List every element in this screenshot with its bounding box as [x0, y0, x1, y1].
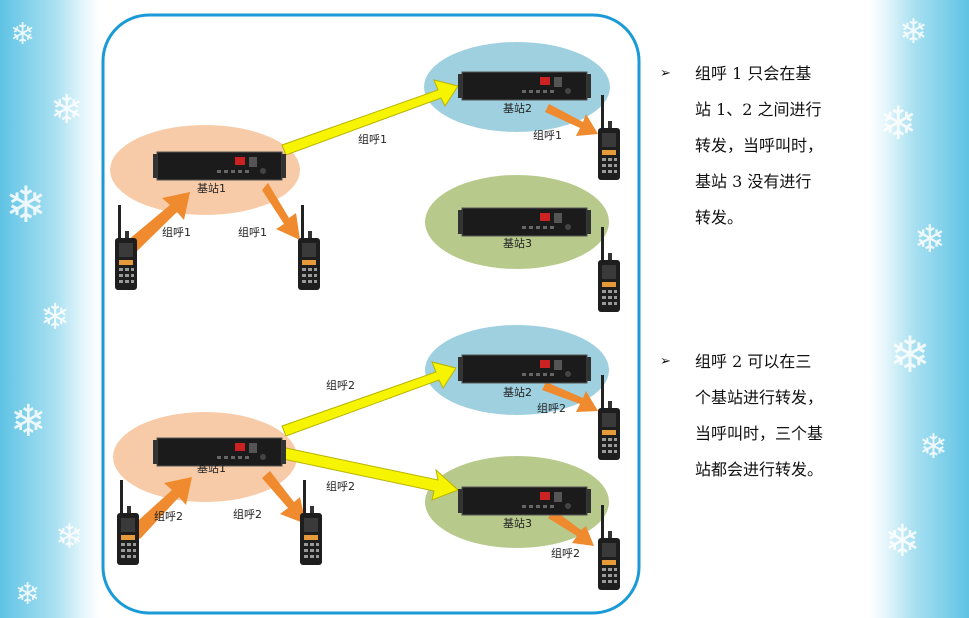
repeater-station-1 — [152, 151, 287, 181]
snowflake-icon: ❄ — [10, 396, 47, 447]
note-group-call-1: ➢ 组呼 1 只会在基 站 1、2 之间进行 转发，当呼叫时， 基站 3 没有进… — [660, 56, 860, 236]
station-label: 基站3 — [503, 516, 532, 530]
yellow-link-arrow — [281, 361, 457, 437]
repeater-station-2 — [457, 71, 592, 101]
repeater-station-3 — [457, 207, 592, 237]
note-line: 当呼叫时，三个基 — [695, 424, 824, 443]
note-line: 转发，当呼叫时， — [695, 136, 824, 155]
snowflake-icon: ❄ — [15, 577, 41, 612]
call-label: 组呼1 — [162, 225, 191, 239]
call-label: 组呼2 — [233, 507, 262, 521]
uplink-arrow — [130, 477, 192, 539]
station-label: 基站3 — [503, 236, 532, 250]
downlink-arrow — [548, 510, 594, 546]
call-label: 组呼1 — [533, 128, 562, 142]
snowflake-border-left: ❄❄❄❄❄❄❄ — [0, 0, 100, 618]
snowflake-icon: ❄ — [5, 176, 47, 234]
yellow-link-arrow — [281, 79, 459, 156]
downlink-arrow — [545, 104, 598, 136]
note-line: 基站 3 没有进行 — [695, 172, 812, 191]
call-label: 组呼2 — [326, 378, 355, 392]
call-label: 组呼2 — [326, 479, 355, 493]
station-label: 基站2 — [503, 385, 532, 399]
snowflake-icon: ❄ — [884, 516, 921, 567]
snowflake-icon: ❄ — [40, 297, 71, 338]
note-line: 站 1、2 之间进行 — [695, 100, 822, 119]
yellow-link-arrow — [282, 447, 459, 501]
uplink-arrow — [122, 192, 190, 256]
note-line: 转发。 — [695, 208, 744, 227]
call-label: 组呼2 — [154, 509, 183, 523]
station-label: 基站1 — [197, 181, 226, 195]
snowflake-icon: ❄ — [879, 96, 918, 150]
call-label: 组呼2 — [537, 401, 566, 415]
downlink-arrow — [262, 471, 306, 524]
arrow-bullet-icon: ➢ — [660, 354, 671, 369]
downlink-arrow — [262, 183, 300, 240]
call-label: 组呼1 — [358, 132, 387, 146]
call-label: 组呼1 — [238, 225, 267, 239]
snowflake-icon: ❄ — [10, 17, 36, 52]
downlink-arrow — [542, 382, 598, 412]
snowflake-icon: ❄ — [55, 517, 84, 557]
snowflake-border-right: ❄ ❄ ❄ ❄ ❄ ❄ — [869, 0, 969, 618]
snowflake-icon: ❄ — [889, 326, 931, 384]
call-label: 组呼2 — [551, 546, 580, 560]
repeater-station-2 — [457, 354, 592, 384]
snowflake-icon: ❄ — [899, 12, 928, 52]
repeater-station-3 — [457, 486, 592, 516]
snowflake-icon: ❄ — [50, 87, 84, 133]
note-group-call-2: ➢ 组呼 2 可以在三 个基站进行转发， 当呼叫时，三个基 站都会进行转发。 — [660, 344, 860, 488]
note-line: 组呼 1 只会在基 — [695, 64, 812, 83]
note-line: 站都会进行转发。 — [695, 460, 824, 479]
note-line: 个基站进行转发， — [695, 388, 824, 407]
station-label: 基站1 — [197, 461, 226, 475]
arrow-bullet-icon: ➢ — [660, 66, 671, 81]
station-label: 基站2 — [503, 101, 532, 115]
snowflake-icon: ❄ — [919, 427, 948, 467]
note-line: 组呼 2 可以在三 — [695, 352, 812, 371]
snowflake-icon: ❄ — [914, 217, 946, 261]
